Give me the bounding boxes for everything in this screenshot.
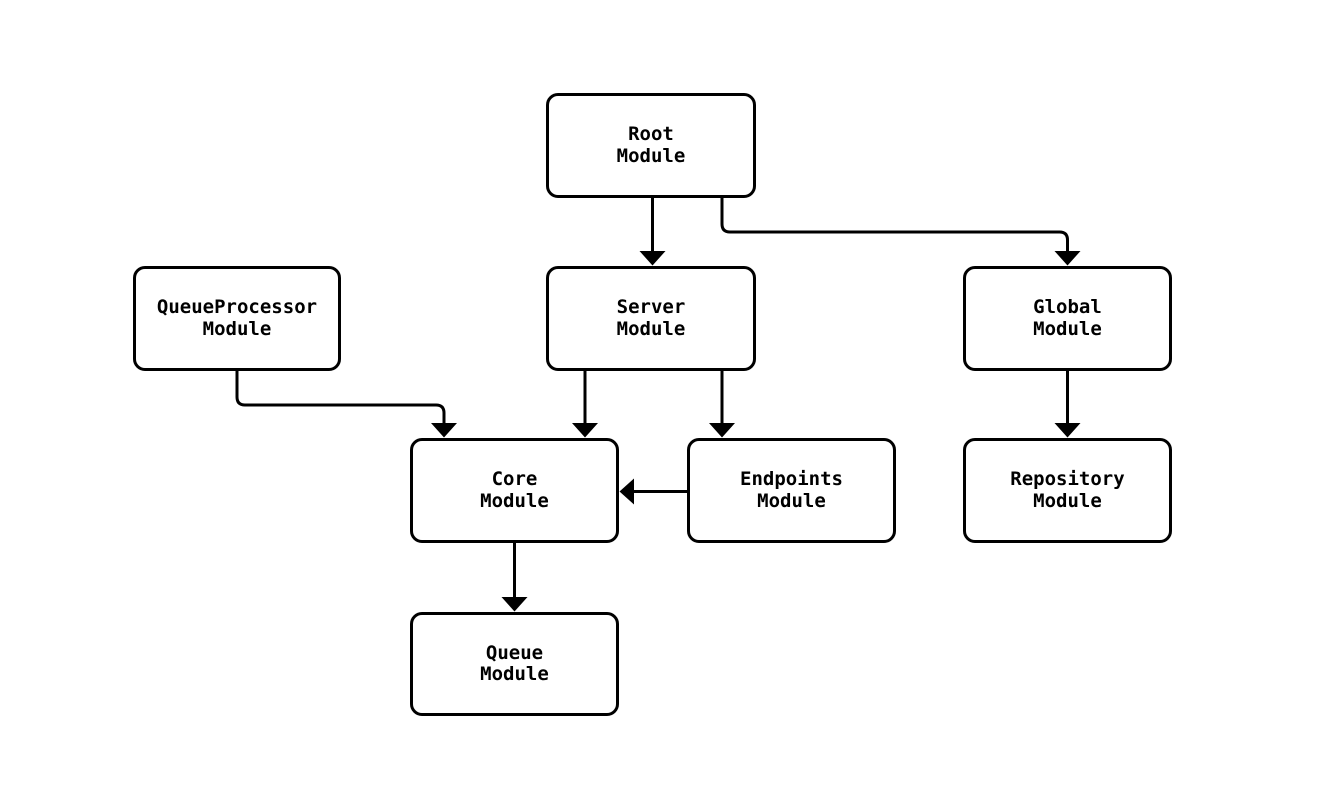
arrowhead-endpoints-to-core xyxy=(619,478,634,505)
node-endpoints-module: Endpoints Module xyxy=(687,438,896,543)
arrowhead-root-to-server xyxy=(639,251,666,266)
node-queueprocessor-module: QueueProcessor Module xyxy=(133,266,341,371)
node-label-repository: Repository Module xyxy=(1010,468,1125,512)
node-label-global: Global Module xyxy=(1033,296,1102,340)
node-core-module: Core Module xyxy=(410,438,619,543)
arrowhead-core-to-queue xyxy=(501,597,528,612)
node-label-core: Core Module xyxy=(480,468,549,512)
edge-queueprocessor-to-core xyxy=(235,371,446,424)
arrowhead-queueprocessor-to-core xyxy=(431,423,457,438)
edge-root-to-global xyxy=(720,198,1069,252)
node-repository-module: Repository Module xyxy=(963,438,1172,543)
node-label-root: Root Module xyxy=(616,123,686,167)
node-label-queueprocessor: QueueProcessor Module xyxy=(156,296,318,340)
node-label-server: Server Module xyxy=(616,296,686,340)
node-queue-module: Queue Module xyxy=(410,612,619,716)
arrowhead-global-to-repository xyxy=(1054,423,1081,438)
node-server-module: Server Module xyxy=(546,266,756,371)
node-label-queue: Queue Module xyxy=(480,641,549,685)
arrowhead-server-to-core xyxy=(572,423,598,438)
node-label-endpoints: Endpoints Module xyxy=(740,468,843,512)
node-global-module: Global Module xyxy=(963,266,1172,371)
arrowhead-server-to-endpoints xyxy=(709,423,735,438)
node-root-module: Root Module xyxy=(546,93,756,198)
arrowhead-root-to-global xyxy=(1054,251,1081,266)
